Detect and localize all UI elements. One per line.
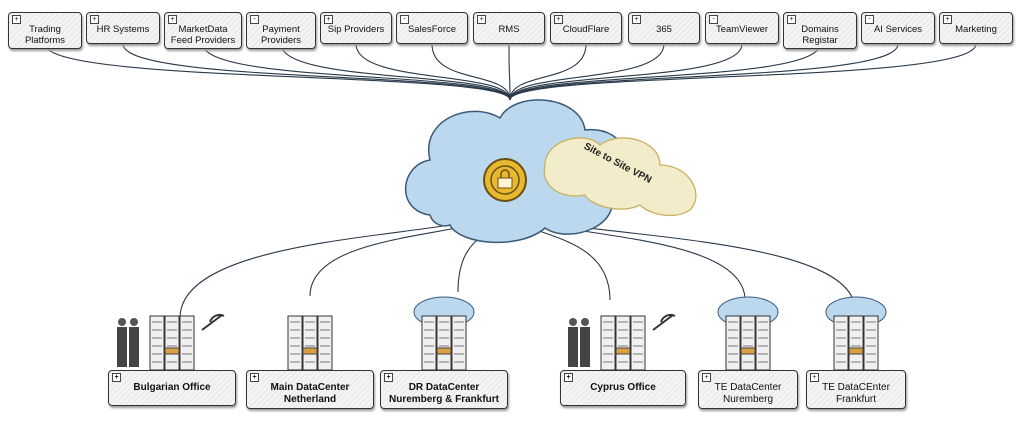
office-people-servers-icon xyxy=(568,313,676,371)
cloud-server-icon xyxy=(413,296,475,371)
expand-toggle-icon[interactable]: + xyxy=(564,373,573,382)
node-top-6[interactable]: + RMS xyxy=(473,12,545,44)
link xyxy=(509,43,977,101)
expand-toggle-icon[interactable]: + xyxy=(250,373,259,382)
link xyxy=(202,43,511,101)
link xyxy=(508,43,511,101)
node-top-9[interactable]: -TeamViewer xyxy=(705,12,779,44)
link xyxy=(431,43,511,101)
lock-firewall-icon xyxy=(483,158,527,202)
node-top-10[interactable]: + Domains Registar xyxy=(783,12,857,49)
link xyxy=(44,43,511,101)
node-top-4[interactable]: +Sip Providers xyxy=(320,12,392,44)
link xyxy=(509,43,587,101)
node-label: Marketing xyxy=(955,24,997,35)
cloud-server-icon xyxy=(825,296,887,371)
node-label: Domains Registar xyxy=(801,24,839,46)
node-label: HR Systems xyxy=(96,24,150,35)
node-top-5[interactable]: -SalesForce xyxy=(396,12,468,44)
node-label: Trading Platforms xyxy=(24,24,66,46)
expand-toggle-icon[interactable]: + xyxy=(168,15,177,24)
node-label: TE DataCenter Nuremberg xyxy=(714,382,782,405)
node-top-7[interactable]: +CloudFlare xyxy=(550,12,622,44)
node-bottom-0[interactable]: + Bulgarian Office xyxy=(108,370,236,406)
node-label: TeamViewer xyxy=(715,24,769,35)
expand-toggle-icon[interactable]: + xyxy=(477,15,486,24)
expand-toggle-icon[interactable]: + xyxy=(384,373,393,382)
expand-toggle-icon[interactable]: - xyxy=(865,15,874,24)
node-bottom-2[interactable]: +DR DataCenter Nuremberg & Frankfurt xyxy=(380,370,508,409)
expand-toggle-icon[interactable]: + xyxy=(90,15,99,24)
node-label: SalesForce xyxy=(407,24,457,35)
node-bottom-1[interactable]: + Main DataCenter Netherland xyxy=(246,370,374,409)
expand-toggle-icon[interactable]: - xyxy=(400,15,409,24)
node-label: AI Services xyxy=(873,24,923,35)
expand-toggle-icon[interactable]: + xyxy=(943,15,952,24)
node-label: RMS xyxy=(498,24,520,35)
expand-toggle-icon[interactable]: + xyxy=(632,15,641,24)
node-label: TE DataCEnter Frankfurt xyxy=(822,382,890,405)
link xyxy=(280,43,511,101)
cloud-server-icon xyxy=(717,296,779,371)
expand-toggle-icon[interactable]: + xyxy=(324,15,333,24)
node-label: Main DataCenter Netherland xyxy=(270,382,350,405)
server-rack-icon xyxy=(287,315,333,371)
office-people-servers-icon xyxy=(117,313,225,371)
node-label: 365 xyxy=(656,24,672,35)
expand-toggle-icon[interactable]: + xyxy=(12,15,21,24)
link xyxy=(122,43,511,101)
node-bottom-3[interactable]: + Cyprus Office xyxy=(560,370,686,406)
vpn-cloud xyxy=(543,137,697,217)
node-top-1[interactable]: +HR Systems xyxy=(86,12,160,44)
expand-toggle-icon[interactable]: + xyxy=(112,373,121,382)
expand-toggle-icon[interactable]: + xyxy=(554,15,563,24)
node-label: CloudFlare xyxy=(562,24,610,35)
node-top-8[interactable]: +365 xyxy=(628,12,700,44)
node-top-0[interactable]: +Trading Platforms xyxy=(8,12,82,49)
node-label: Sip Providers xyxy=(327,24,385,35)
expand-toggle-icon[interactable]: - xyxy=(709,15,718,24)
expand-toggle-icon[interactable]: + xyxy=(702,373,711,382)
node-label: Cyprus Office xyxy=(590,382,656,393)
expand-toggle-icon[interactable]: - xyxy=(250,15,259,24)
node-top-11[interactable]: -AI Services xyxy=(861,12,935,44)
node-top-3[interactable]: -Payment Providers xyxy=(246,12,316,49)
link xyxy=(509,43,665,101)
expand-toggle-icon[interactable]: + xyxy=(787,15,796,24)
node-top-2[interactable]: +MarketData Feed Providers xyxy=(164,12,242,49)
node-top-12[interactable]: +Marketing xyxy=(939,12,1013,44)
link xyxy=(509,43,899,101)
link xyxy=(509,43,743,101)
node-label: Bulgarian Office xyxy=(133,382,211,393)
node-bottom-4[interactable]: +TE DataCenter Nuremberg xyxy=(698,370,798,409)
link xyxy=(509,43,821,101)
node-label: MarketData Feed Providers xyxy=(170,24,236,46)
node-bottom-5[interactable]: +TE DataCEnter Frankfurt xyxy=(806,370,906,409)
expand-toggle-icon[interactable]: + xyxy=(810,373,819,382)
node-label: DR DataCenter Nuremberg & Frankfurt xyxy=(388,382,499,405)
link xyxy=(355,43,511,101)
node-label: Payment Providers xyxy=(260,24,302,46)
